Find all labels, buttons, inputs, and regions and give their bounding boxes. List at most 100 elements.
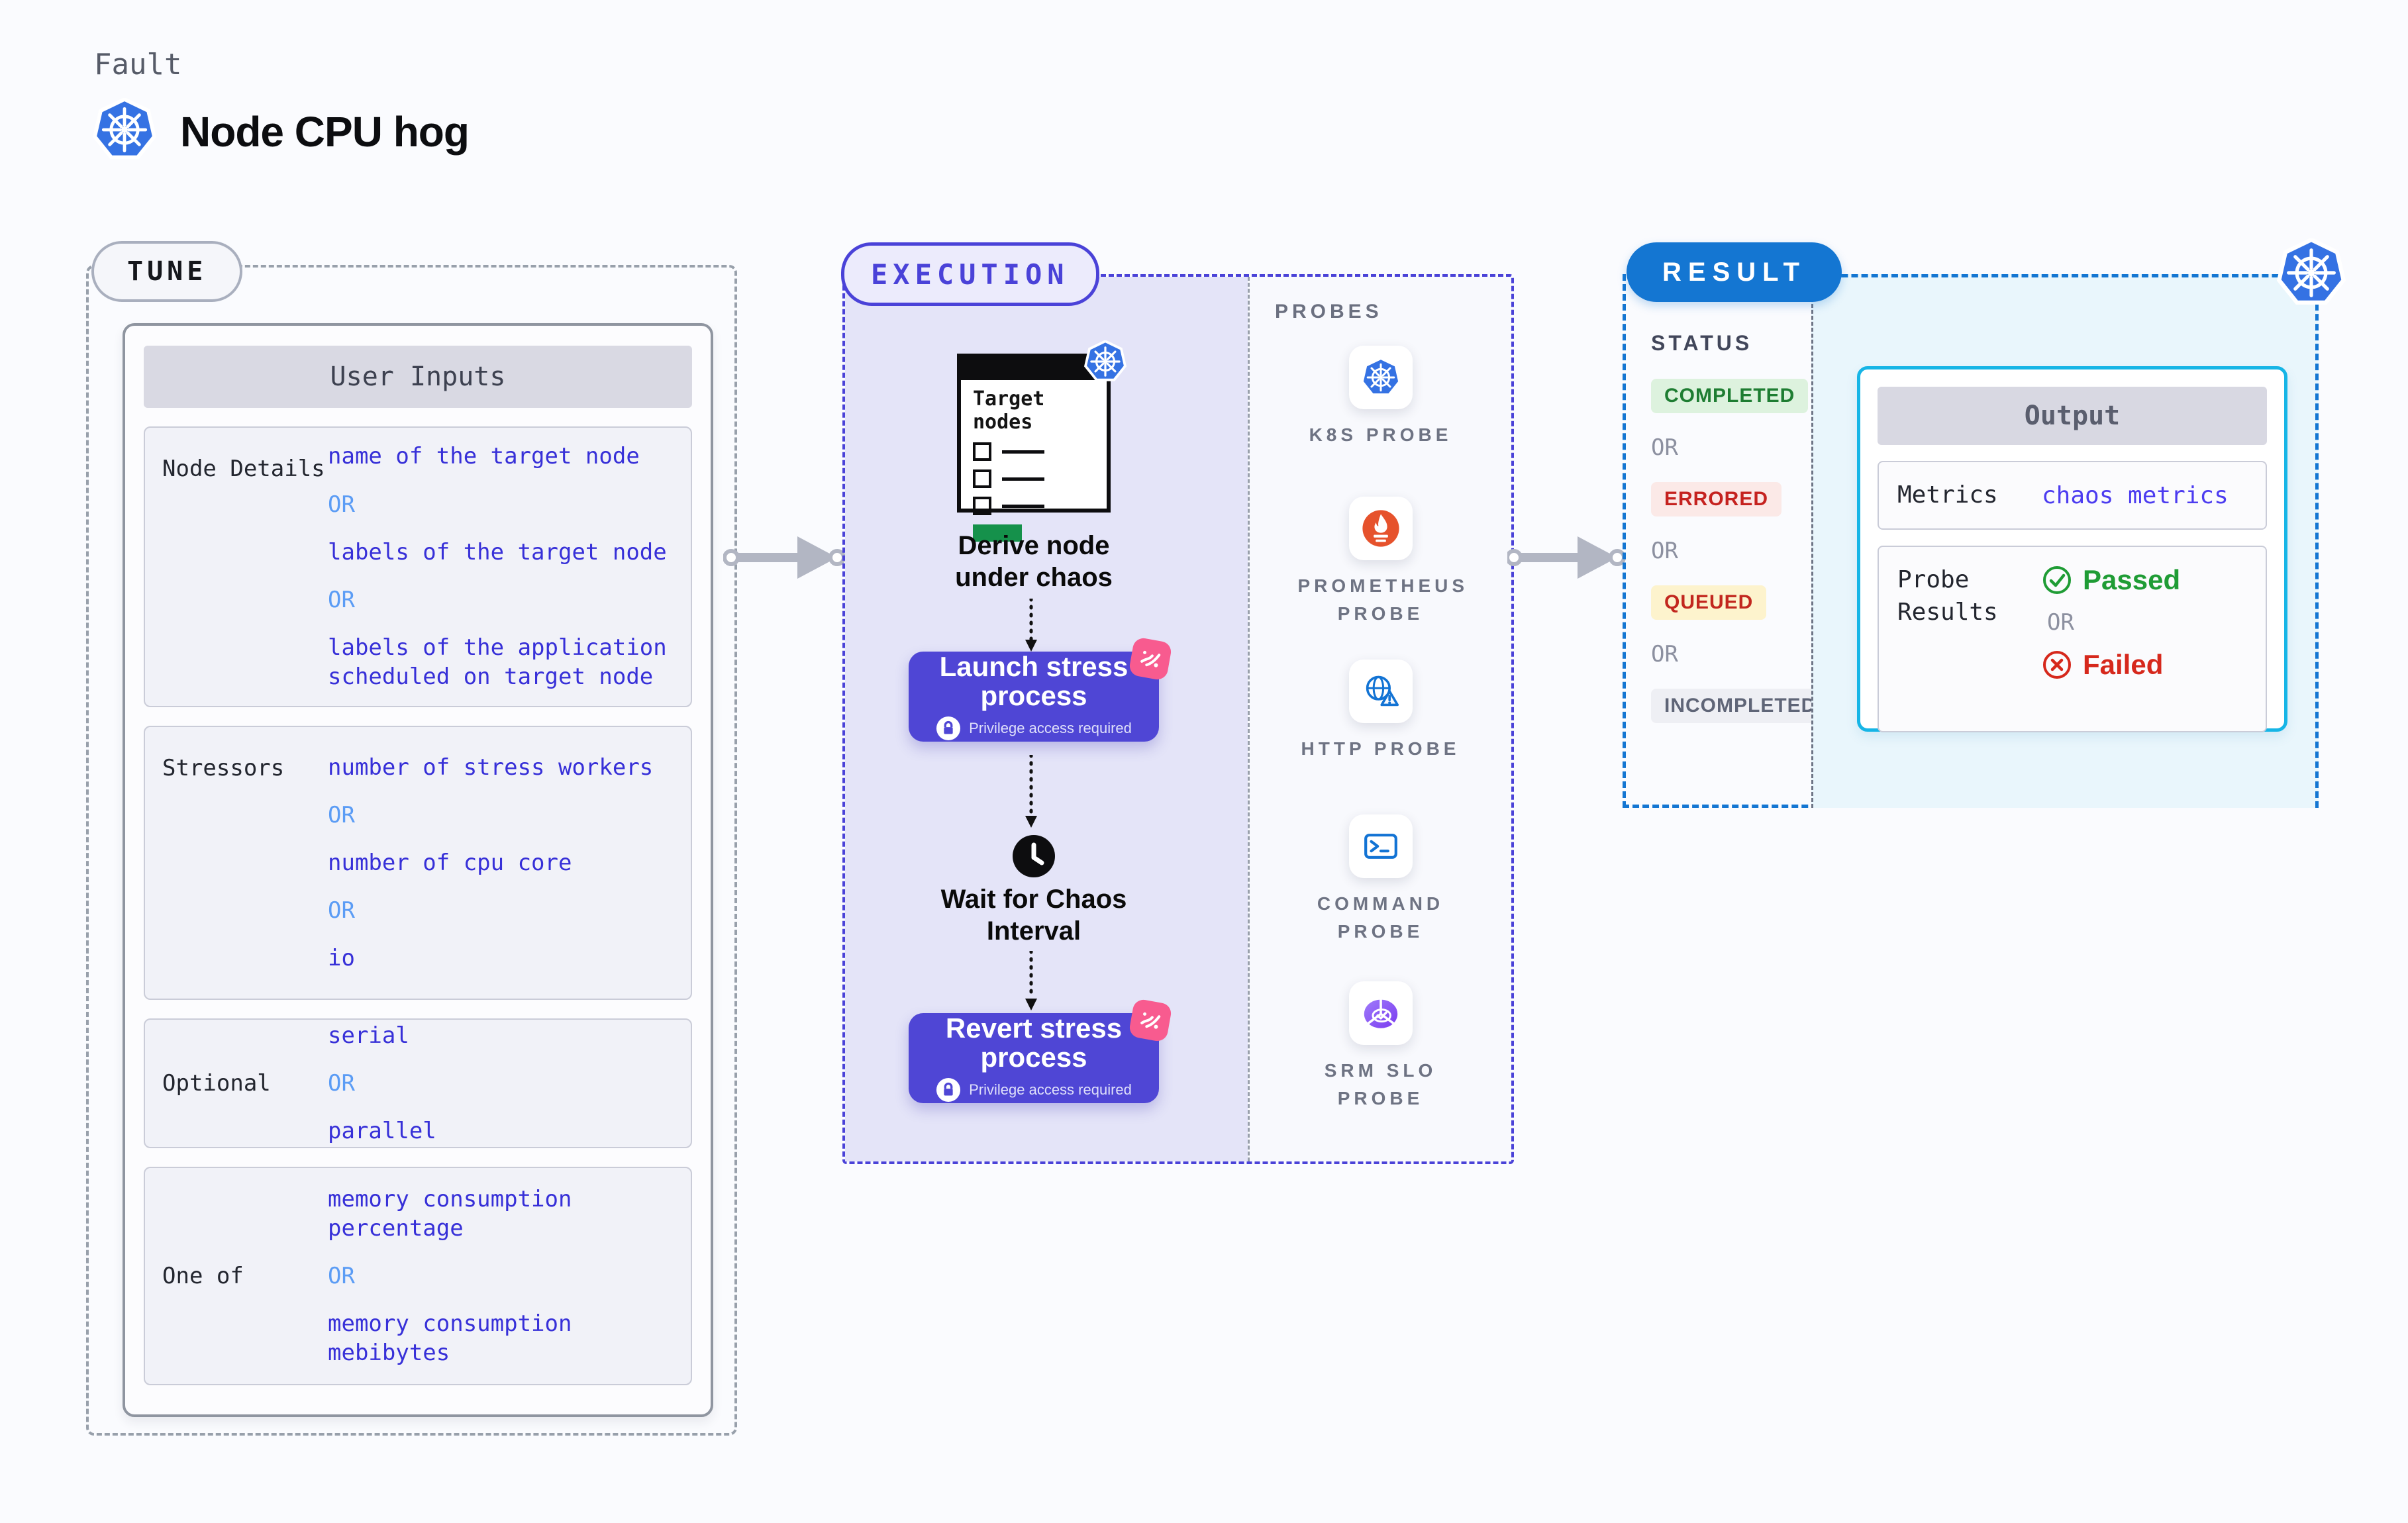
status-badge-errored: ERRORED bbox=[1651, 482, 1782, 516]
or-separator: OR bbox=[328, 587, 355, 613]
option-value: number of stress workers bbox=[328, 754, 654, 781]
probe-label: HTTP PROBE bbox=[1301, 738, 1460, 759]
status-title: STATUS bbox=[1651, 331, 1753, 355]
probe-label: COMMAND PROBE bbox=[1317, 893, 1444, 942]
row-label: One of bbox=[162, 1263, 244, 1289]
probe-results-row: Probe Results Passed OR bbox=[1878, 546, 2267, 732]
checkbox-icon bbox=[973, 469, 991, 488]
clock-icon bbox=[1012, 834, 1056, 881]
probe-label: SRM SLO PROBE bbox=[1324, 1060, 1437, 1108]
option-value: number of cpu core bbox=[328, 849, 572, 876]
kubernetes-icon bbox=[1348, 346, 1413, 409]
globe-alert-icon bbox=[1348, 660, 1413, 723]
or-separator: OR bbox=[328, 1262, 355, 1289]
probe-label: PROMETHEUS PROBE bbox=[1297, 575, 1469, 624]
kubernetes-icon bbox=[1084, 340, 1127, 386]
flow-dotted-arrow bbox=[1025, 951, 1037, 1010]
check-circle-icon bbox=[2043, 566, 2071, 594]
probe-k8s: K8S PROBE bbox=[1298, 346, 1464, 449]
slo-gauge-icon bbox=[1348, 981, 1413, 1045]
row-node-details: Node Details name of the target node OR … bbox=[144, 426, 692, 707]
terminal-icon bbox=[1348, 814, 1413, 878]
derive-node-caption: Derive node under chaos bbox=[955, 531, 1113, 592]
probe-results-label: Probe Results bbox=[1897, 566, 1998, 626]
chaos-badge-icon bbox=[1128, 998, 1173, 1043]
kubernetes-icon bbox=[2277, 238, 2346, 311]
row-label: Node Details bbox=[162, 456, 325, 482]
step-label: Revert stress process bbox=[945, 1012, 1123, 1073]
output-card: Output Metrics chaos metrics Probe Resul… bbox=[1857, 366, 2287, 732]
probe-http: HTTP PROBE bbox=[1298, 660, 1464, 763]
status-badge-completed: COMPLETED bbox=[1651, 379, 1809, 413]
prometheus-flame-icon bbox=[1348, 497, 1413, 560]
or-separator: OR bbox=[328, 897, 355, 924]
flow-arrow-tune-to-execution bbox=[723, 536, 846, 579]
option-value: labels of the application scheduled on t… bbox=[328, 634, 667, 691]
user-inputs-header: User Inputs bbox=[144, 346, 692, 408]
checkbox-icon bbox=[973, 442, 991, 461]
probe-srm-slo: SRM SLO PROBE bbox=[1298, 981, 1464, 1112]
lock-icon bbox=[936, 716, 961, 741]
flow-dotted-arrow bbox=[1025, 755, 1037, 828]
kubernetes-icon bbox=[93, 98, 156, 165]
tune-badge: TUNE bbox=[91, 241, 243, 302]
option-value: parallel bbox=[328, 1118, 436, 1145]
or-separator: OR bbox=[328, 1069, 355, 1097]
privilege-note: Privilege access required bbox=[969, 1081, 1132, 1099]
or-separator: OR bbox=[1651, 641, 1678, 667]
probe-label: K8S PROBE bbox=[1309, 424, 1452, 445]
flow-dotted-arrow bbox=[1025, 599, 1038, 652]
status-badge-incompleted: INCOMPLETED bbox=[1651, 689, 1830, 723]
option-value: labels of the target node bbox=[328, 538, 667, 565]
result-badge: RESULT bbox=[1627, 242, 1842, 302]
option-value: name of the target node bbox=[328, 443, 640, 470]
fault-kicker: Fault bbox=[94, 48, 182, 81]
user-inputs-card: User Inputs Node Details name of the tar… bbox=[123, 323, 713, 1417]
row-one-of: One of memory consumption percentage OR … bbox=[144, 1167, 692, 1385]
metrics-row: Metrics chaos metrics bbox=[1878, 461, 2267, 530]
metrics-value: chaos metrics bbox=[2042, 481, 2229, 509]
doc-titlebar bbox=[961, 358, 1107, 380]
or-separator: OR bbox=[1651, 538, 1678, 564]
result-output-area: Output Metrics chaos metrics Probe Resul… bbox=[1811, 274, 2319, 808]
row-label: Optional bbox=[162, 1070, 271, 1097]
x-circle-icon bbox=[2043, 651, 2071, 679]
execution-panel: Target nodes Derive node under chaos Lau… bbox=[842, 274, 1514, 1164]
probe-command: COMMAND PROBE bbox=[1298, 814, 1464, 946]
row-optional: Optional serial OR parallel bbox=[144, 1018, 692, 1148]
doc-green-bar bbox=[973, 524, 1022, 542]
option-value: serial bbox=[328, 1022, 409, 1049]
failed-label: Failed bbox=[2083, 649, 2164, 680]
step-label: Launch stress process bbox=[939, 650, 1129, 711]
option-value: memory consumption mebibytes bbox=[328, 1310, 572, 1367]
option-value: io bbox=[328, 945, 355, 972]
revert-stress-process-step: Revert stress process Privilege access r… bbox=[909, 998, 1173, 1103]
probes-panel: PROBES K8S PROBE PROMETHEUS PROBE bbox=[1248, 277, 1511, 1161]
execution-flow-area: Target nodes Derive node under chaos Lau… bbox=[845, 277, 1248, 1161]
option-value: memory consumption percentage bbox=[328, 1185, 572, 1242]
output-header: Output bbox=[1878, 387, 2267, 445]
tune-panel bbox=[86, 265, 737, 1436]
passed-label: Passed bbox=[2083, 564, 2181, 595]
or-separator: OR bbox=[2047, 609, 2074, 636]
status-badge-queued: QUEUED bbox=[1651, 585, 1767, 620]
flow-arrow-execution-to-result bbox=[1507, 536, 1626, 579]
row-label: Stressors bbox=[162, 755, 285, 781]
launch-stress-process-step: Launch stress process Privilege access r… bbox=[909, 636, 1173, 742]
checkbox-icon bbox=[973, 497, 991, 515]
target-nodes-doc: Target nodes bbox=[957, 340, 1127, 542]
probes-title: PROBES bbox=[1275, 301, 1383, 322]
or-separator: OR bbox=[328, 491, 355, 518]
page-header: Node CPU hog bbox=[93, 98, 470, 165]
or-separator: OR bbox=[328, 801, 355, 828]
doc-title: Target nodes bbox=[973, 387, 1045, 434]
execution-badge: EXECUTION bbox=[841, 242, 1099, 306]
result-panel: STATUS COMPLETED OR ERRORED OR QUEUED OR… bbox=[1623, 274, 2319, 808]
lock-icon bbox=[936, 1078, 961, 1103]
or-separator: OR bbox=[1651, 434, 1678, 461]
wait-chaos-caption: Wait for Chaos Interval bbox=[940, 885, 1127, 946]
row-stressors: Stressors number of stress workers OR nu… bbox=[144, 726, 692, 1000]
privilege-note: Privilege access required bbox=[969, 720, 1132, 737]
probe-prometheus: PROMETHEUS PROBE bbox=[1298, 497, 1464, 628]
